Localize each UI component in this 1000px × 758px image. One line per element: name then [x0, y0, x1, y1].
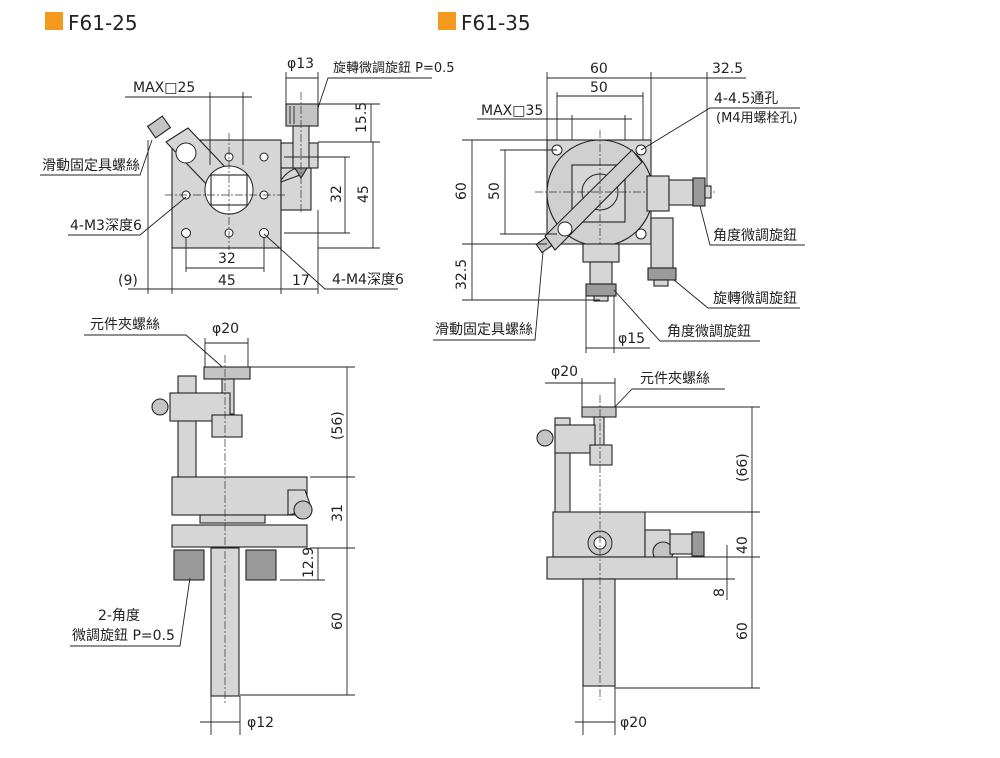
- rotation-knob-label: 旋轉微調旋鈕 P=0.5: [333, 61, 455, 76]
- dim-9: (9): [118, 273, 138, 289]
- m3-holes-label: 4-M3深度6: [70, 218, 142, 234]
- dim-45-vertical: 45: [356, 185, 372, 203]
- dim-56: (56): [330, 411, 346, 440]
- dim-50-horizontal: 50: [590, 80, 608, 96]
- post-diameter-label: φ12: [247, 715, 274, 731]
- f61-25-top-view: MAX□25 φ13 旋轉微調旋鈕 P=0.5 15.5 32 45 32 (9…: [40, 56, 455, 294]
- dim-32-horizontal: 32: [218, 251, 236, 267]
- knob-diameter-label: φ13: [287, 56, 314, 72]
- f61-35-title: F61-35: [461, 11, 531, 35]
- clamp-diameter-label: φ20: [212, 321, 239, 337]
- rotation-knob-icon: [647, 217, 677, 287]
- dim-17: 17: [292, 273, 310, 289]
- dim-50-vertical: 50: [487, 182, 503, 200]
- max-size-label: MAX□25: [133, 80, 195, 96]
- angle-knob-bottom-label: 角度微調旋鈕: [667, 324, 751, 340]
- rotation-knob-icon: [285, 103, 319, 180]
- angle-knob-label-2: 微調旋鈕 P=0.5: [72, 628, 175, 644]
- dim-60: 60: [735, 622, 751, 640]
- f61-35-marker: [438, 12, 456, 30]
- f61-25-marker: [45, 12, 63, 30]
- dim-8: 8: [712, 588, 728, 597]
- through-holes-note: (M4用螺栓孔): [716, 111, 798, 126]
- f61-25-title: F61-25: [68, 11, 138, 35]
- dim-15-5: 15.5: [354, 102, 370, 133]
- dim-31: 31: [330, 504, 346, 522]
- angle-knob-label-1: 2-角度: [98, 608, 140, 624]
- max-size-label: MAX□35: [481, 103, 543, 119]
- dim-40: 40: [735, 536, 751, 554]
- dim-60-horizontal: 60: [590, 61, 608, 77]
- f61-25-side-view: 元件夾螺絲 φ20 (56) 31 12.9 60 2-角度 微調旋鈕 P: [70, 317, 355, 735]
- angle-knob-right-icon: [646, 175, 712, 212]
- angle-knob-right-label: 角度微調旋鈕: [713, 228, 797, 244]
- slide-screw-label: 滑動固定具螺絲: [435, 321, 533, 338]
- dim-32-5-horizontal: 32.5: [712, 61, 743, 77]
- dim-66: (66): [735, 453, 751, 482]
- clamp-screw-label: 元件夾螺絲: [640, 371, 710, 387]
- slide-screw-label: 滑動固定具螺絲: [42, 157, 140, 174]
- f61-35-side-view: φ20 元件夾螺絲 (66) 40 8 60 φ20: [536, 364, 760, 735]
- dim-32-vertical: 32: [329, 185, 345, 203]
- angle-knob-bottom-icon: [582, 243, 620, 302]
- knob-diameter-label: φ15: [618, 331, 645, 347]
- rotation-knob-label: 旋轉微調旋鈕: [713, 291, 797, 307]
- dim-45-horizontal: 45: [218, 273, 236, 289]
- f61-35-top-view: 60 32.5 50 MAX□35: [433, 61, 805, 353]
- clamp-diameter-label: φ20: [551, 364, 578, 380]
- dim-12-9: 12.9: [301, 547, 317, 578]
- m4-holes-label: 4-M4深度6: [332, 272, 404, 288]
- post-diameter-label: φ20: [620, 715, 647, 731]
- dim-32-5-vertical: 32.5: [454, 259, 470, 290]
- dim-60: 60: [330, 612, 346, 630]
- clamp-screw-label: 元件夾螺絲: [90, 317, 160, 333]
- through-holes-label: 4-4.5通孔: [714, 91, 778, 107]
- dim-60-vertical: 60: [454, 182, 470, 200]
